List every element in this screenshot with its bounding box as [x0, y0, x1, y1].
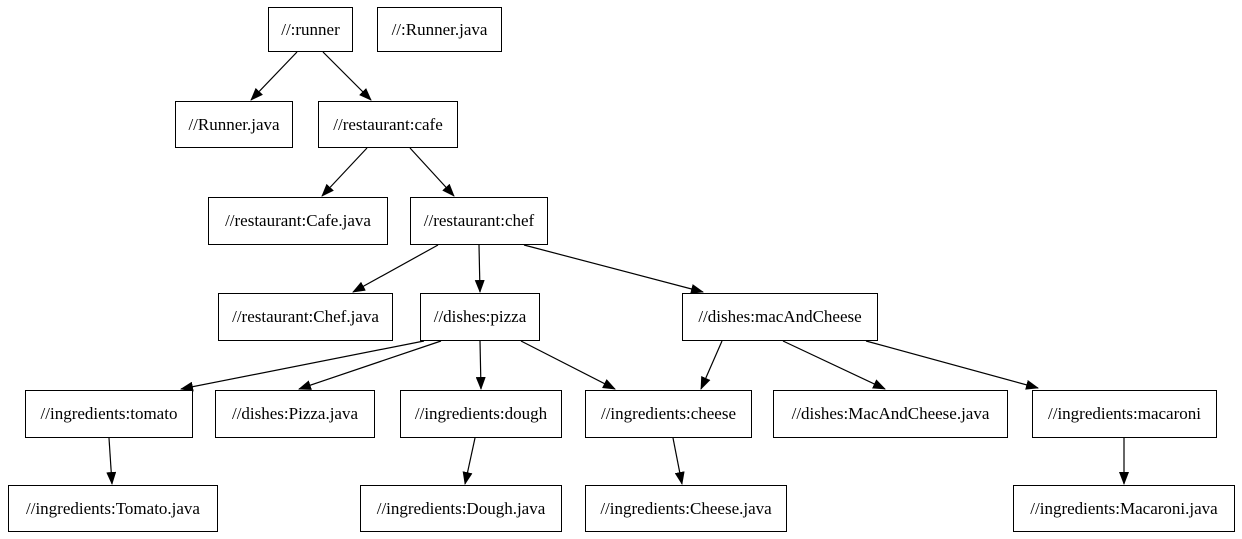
graph-node-macaroni-java: //ingredients:Macaroni.java: [1013, 485, 1235, 532]
edge-pizza-cheese: [520, 340, 616, 390]
graph-node-pizza-java: //dishes:Pizza.java: [215, 390, 375, 438]
edge-runner-runner-java: [250, 51, 298, 101]
edge-runner-cafe: [322, 51, 372, 101]
graph-node-cafe: //restaurant:cafe: [318, 101, 458, 148]
graph-node-mac-and-cheese: //dishes:macAndCheese: [682, 293, 878, 341]
graph-node-chef-java: //restaurant:Chef.java: [218, 293, 393, 341]
graph-node-cheese: //ingredients:cheese: [585, 390, 752, 438]
edge-mac-and-cheese-cheese: [700, 340, 723, 390]
edge-pizza-dough: [475, 340, 486, 390]
edge-pizza-tomato: [180, 340, 425, 392]
graph-node-dough-java: //ingredients:Dough.java: [360, 485, 562, 532]
graph-node-runner-java-top: //:Runner.java: [377, 7, 502, 52]
graph-node-cafe-java: //restaurant:Cafe.java: [208, 197, 388, 245]
graph-node-runner: //:runner: [268, 7, 353, 52]
graph-node-runner-java: //Runner.java: [175, 101, 293, 148]
graph-node-pizza: //dishes:pizza: [420, 293, 540, 341]
edge-tomato-tomato-java: [106, 437, 117, 485]
edge-cheese-cheese-java: [672, 437, 685, 485]
edge-pizza-pizza-java: [298, 340, 442, 390]
graph-node-chef: //restaurant:chef: [410, 197, 548, 245]
graph-node-mac-and-cheese-java: //dishes:MacAndCheese.java: [773, 390, 1008, 438]
edge-chef-chef-java: [352, 244, 439, 293]
graph-node-macaroni: //ingredients:macaroni: [1032, 390, 1217, 438]
edge-dough-dough-java: [462, 437, 476, 485]
edge-mac-and-cheese-mac-and-cheese-java: [782, 340, 886, 390]
edge-mac-and-cheese-macaroni: [865, 340, 1039, 390]
edge-chef-mac-and-cheese: [523, 244, 704, 294]
graph-node-dough: //ingredients:dough: [400, 390, 562, 438]
graph-node-tomato: //ingredients:tomato: [25, 390, 193, 438]
graph-node-cheese-java: //ingredients:Cheese.java: [585, 485, 787, 532]
graph-node-tomato-java: //ingredients:Tomato.java: [8, 485, 218, 532]
edge-chef-pizza: [474, 244, 485, 293]
edge-cafe-cafe-java: [321, 147, 368, 197]
edge-cafe-chef: [409, 147, 455, 197]
